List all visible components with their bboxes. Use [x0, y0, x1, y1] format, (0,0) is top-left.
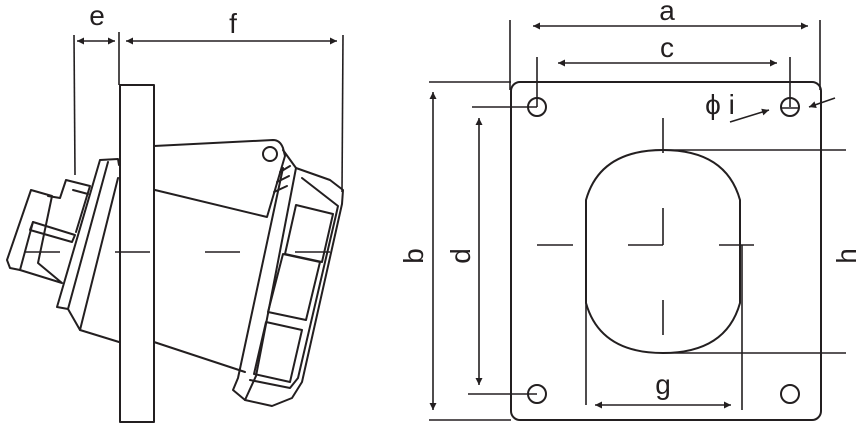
dim-h-label: h: [831, 248, 862, 264]
dim-c-label: c: [660, 32, 674, 63]
dim-d-label: d: [445, 248, 476, 264]
dim-f-extension: [341, 34, 344, 193]
dim-a-label: a: [659, 0, 675, 26]
socket-lid: [232, 149, 344, 407]
dim-i-arrow-left: [729, 108, 770, 123]
dim-e-label: e: [89, 0, 105, 31]
rear-connector: [6, 158, 120, 343]
side-view: e f: [6, 0, 344, 423]
lid-hinge-icon: [262, 146, 278, 162]
mounting-plate-side: [119, 84, 155, 423]
dim-b-label: b: [398, 248, 429, 264]
dim-i-arrow-right: [808, 97, 836, 109]
dim-e-extension-left: [73, 34, 76, 176]
cutout-opening: [585, 149, 741, 354]
dim-g-label: g: [655, 369, 671, 400]
dim-i-label: ϕ i: [705, 89, 735, 120]
mounting-hole-bottom-right: [780, 384, 800, 404]
dim-f-label: f: [229, 8, 237, 39]
mounting-plate-front: [510, 81, 822, 421]
cutout-centerlines: [537, 118, 754, 335]
front-view: a c b d h g: [398, 0, 862, 421]
socket-body: [153, 139, 291, 373]
